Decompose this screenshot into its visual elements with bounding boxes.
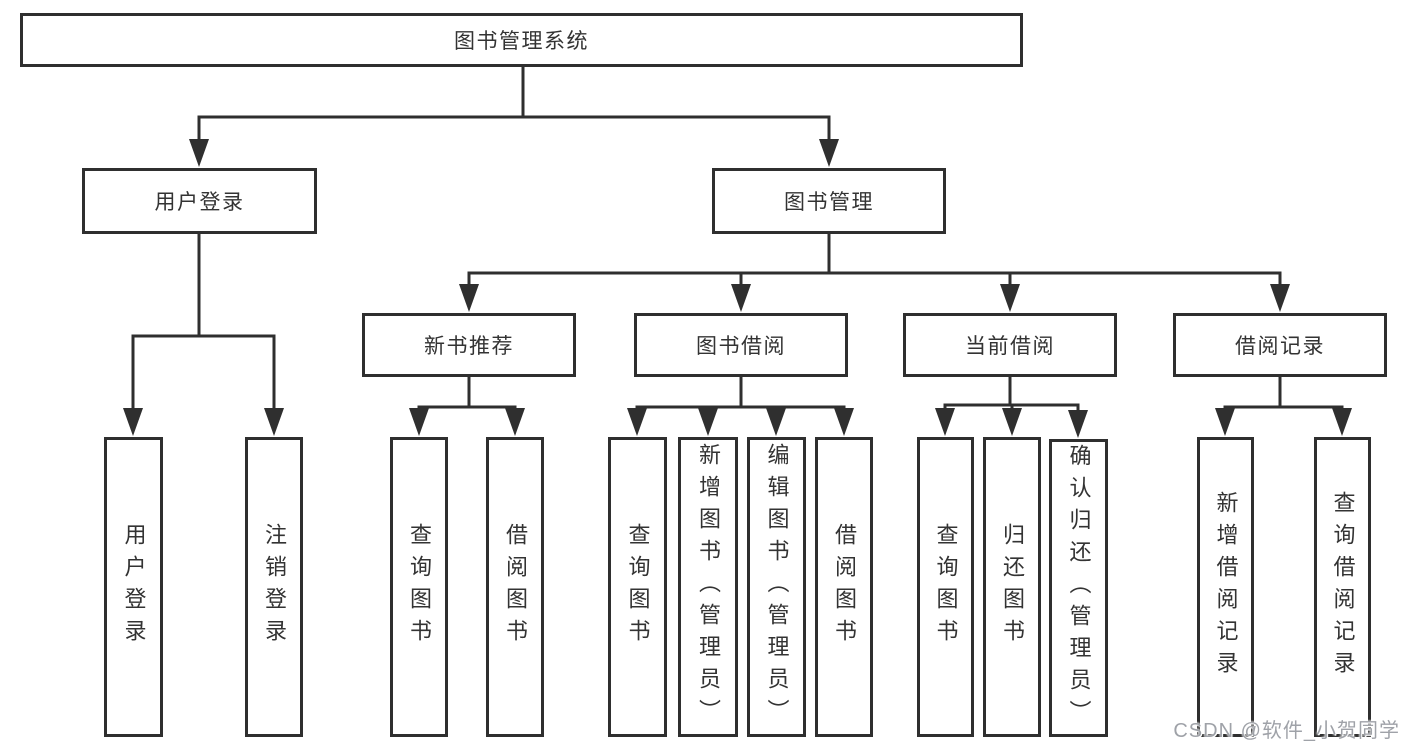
node-label: 图书管理 <box>784 191 874 214</box>
node-label: 注销登录 <box>262 523 287 651</box>
leaf-add-borrow-record: 新增借阅记录 <box>1197 437 1254 737</box>
node-label: 新增借阅记录 <box>1213 491 1239 683</box>
node-label: 归还图书 <box>1000 523 1025 651</box>
node-label: 查询图书 <box>625 523 651 651</box>
node-library-management-system: 图书管理系统 <box>20 13 1023 67</box>
leaf-user-login: 用户登录 <box>104 437 163 737</box>
node-label: 图书管理系统 <box>454 30 589 53</box>
node-book-borrowing: 图书借阅 <box>634 313 848 377</box>
leaf-add-book-admin: 新增图书（管理员） <box>678 437 738 737</box>
node-label: 查询借阅记录 <box>1330 491 1356 683</box>
node-user-login: 用户登录 <box>82 168 317 234</box>
node-label: 借阅图书 <box>503 523 528 651</box>
node-current-borrowing: 当前借阅 <box>903 313 1117 377</box>
leaf-query-books-borrow: 查询图书 <box>608 437 667 737</box>
node-book-management: 图书管理 <box>712 168 946 234</box>
leaf-return-books: 归还图书 <box>983 437 1041 737</box>
node-label: 查询图书 <box>933 523 959 651</box>
leaf-edit-book-admin: 编辑图书（管理员） <box>747 437 806 737</box>
node-label: 图书借阅 <box>696 335 786 358</box>
node-label: 用户登录 <box>154 191 245 214</box>
watermark-csdn: CSDN @软件_小贺同学 <box>1173 720 1400 742</box>
node-label: 用户登录 <box>121 523 147 651</box>
node-borrowing-records: 借阅记录 <box>1173 313 1387 377</box>
node-label: 确认归还（管理员） <box>1066 444 1092 732</box>
node-label: 当前借阅 <box>965 335 1055 358</box>
leaf-logout: 注销登录 <box>245 437 303 737</box>
leaf-borrow-books-recommend: 借阅图书 <box>486 437 544 737</box>
node-label: 新增图书（管理员） <box>696 443 721 731</box>
node-label: 借阅图书 <box>832 523 857 651</box>
leaf-query-books-recommend: 查询图书 <box>390 437 448 737</box>
node-label: 查询图书 <box>407 523 432 651</box>
leaf-borrow-books: 借阅图书 <box>815 437 873 737</box>
leaf-confirm-return-admin: 确认归还（管理员） <box>1049 439 1108 737</box>
node-label: 新书推荐 <box>424 335 514 358</box>
node-label: 借阅记录 <box>1235 335 1325 358</box>
leaf-query-books-current: 查询图书 <box>917 437 974 737</box>
node-new-book-recommendation: 新书推荐 <box>362 313 576 377</box>
node-label: 编辑图书（管理员） <box>764 443 790 731</box>
leaf-query-borrow-record: 查询借阅记录 <box>1314 437 1371 737</box>
